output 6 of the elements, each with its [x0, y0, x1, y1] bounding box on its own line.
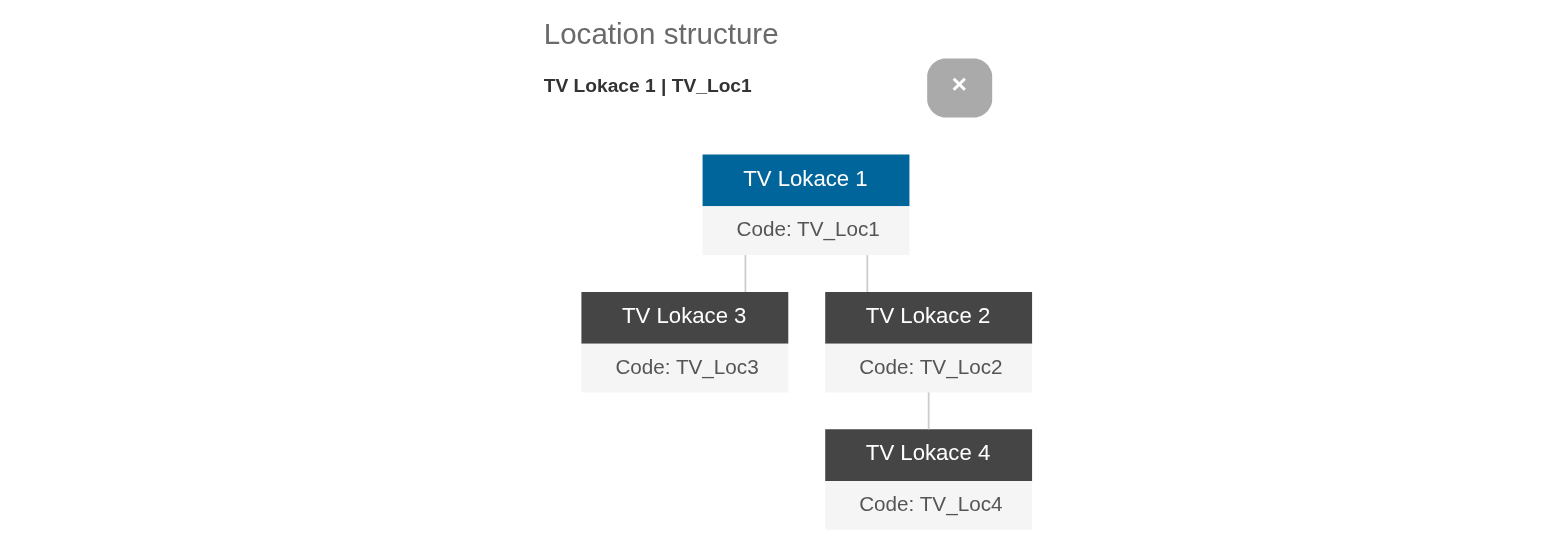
connector	[744, 254, 746, 293]
connector	[927, 391, 930, 431]
connector	[865, 254, 868, 293]
label: TV Lokace 1 | TV_Loc1	[543, 74, 752, 96]
label: ×	[951, 69, 967, 100]
diagram-title: Location structure	[543, 16, 779, 50]
